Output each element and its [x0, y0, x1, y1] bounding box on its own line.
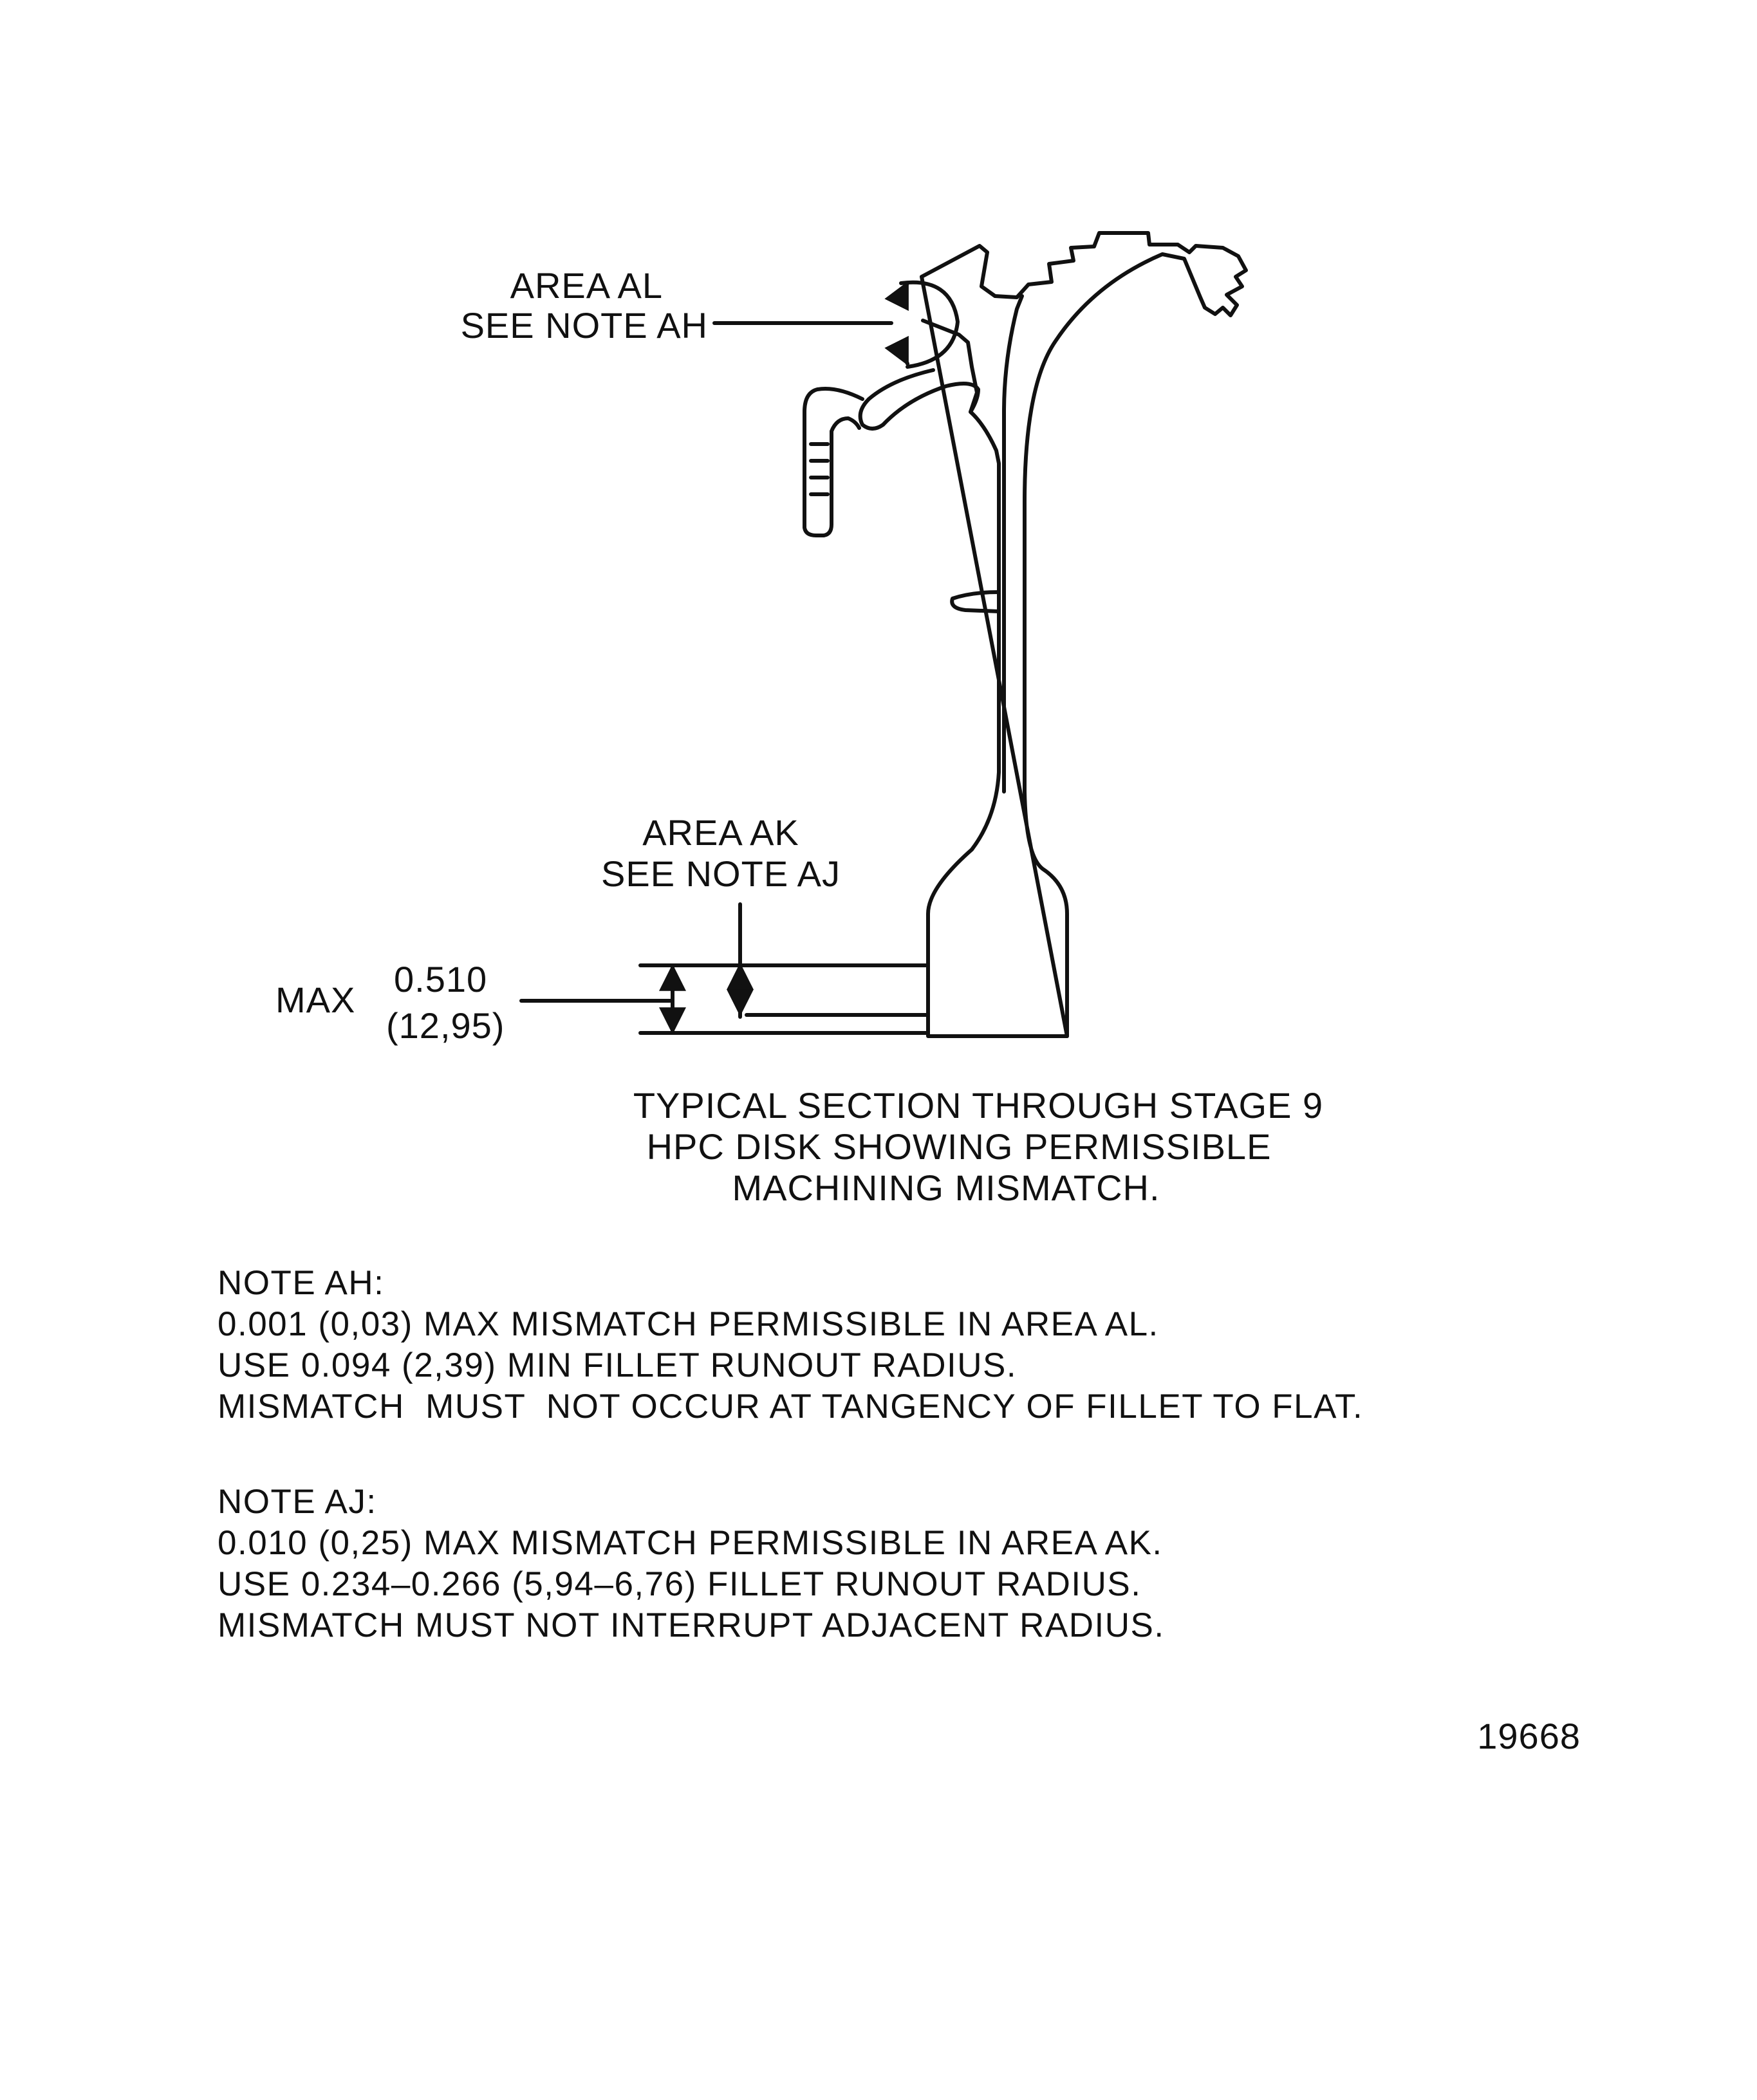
- note-ah-line-1: 0.001 (0,03) MAX MISMATCH PERMISSIBLE IN…: [218, 1305, 1159, 1343]
- area-ak-see-note: SEE NOTE AJ: [601, 853, 841, 894]
- cavity-loop: [858, 368, 980, 431]
- figure-number: 19668: [1477, 1716, 1581, 1756]
- disk-outer-profile: [920, 231, 1248, 1038]
- note-aj-heading: NOTE AJ:: [218, 1483, 377, 1521]
- figure-caption-line-3: MACHINING MISMATCH.: [732, 1167, 1160, 1208]
- note-aj-line-3: MISMATCH MUST NOT INTERRUPT ADJACENT RAD…: [218, 1606, 1165, 1644]
- figure-caption-line-2: HPC DISK SHOWING PERMISSIBLE: [646, 1126, 1272, 1167]
- figure-caption-line-1: TYPICAL SECTION THROUGH STAGE 9: [633, 1085, 1324, 1126]
- disk-web-left: [921, 319, 1069, 1038]
- note-ah-heading: NOTE AH:: [218, 1264, 385, 1302]
- note-aj-line-2: USE 0.234–0.266 (5,94–6,76) FILLET RUNOU…: [218, 1565, 1142, 1603]
- web-notch: [950, 590, 1001, 613]
- disk-web-inner: [1002, 294, 1024, 794]
- dimension-max-label: MAX: [275, 980, 356, 1020]
- area-al-see-note: SEE NOTE AH: [460, 305, 708, 346]
- area-al-title: AREA AL: [510, 265, 663, 306]
- aft-arm: [803, 387, 864, 537]
- dimension-value-mm: (12,95): [386, 1005, 505, 1046]
- area-al-circle: [899, 280, 960, 369]
- note-ah-line-3: MISMATCH MUST NOT OCCUR AT TANGENCY OF F…: [218, 1388, 1364, 1426]
- dimension-value-inches: 0.510: [394, 959, 488, 999]
- note-ah-line-2: USE 0.094 (2,39) MIN FILLET RUNOUT RADIU…: [218, 1346, 1018, 1384]
- note-aj-line-1: 0.010 (0,25) MAX MISMATCH PERMISSIBLE IN…: [218, 1524, 1163, 1562]
- area-ak-title: AREA AK: [642, 812, 799, 853]
- aft-arm-slots: [809, 442, 830, 496]
